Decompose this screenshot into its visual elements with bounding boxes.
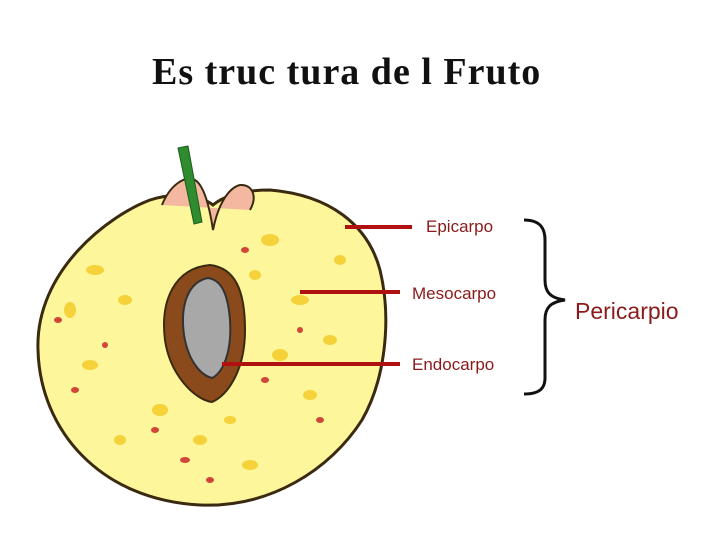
pericarpio-brace (523, 218, 566, 396)
label-epicarpo: Epicarpo (426, 217, 494, 236)
stem (177, 145, 203, 225)
label-pericarpio: Pericarpio (575, 298, 679, 324)
seed (182, 276, 232, 380)
flesh-spots-red (54, 247, 324, 483)
page-title: Es truc tura de l Fruto (152, 51, 542, 93)
flesh-spots-yellow (64, 234, 346, 470)
label-endocarpo: Endocarpo (412, 355, 495, 374)
label-mesocarpo: Mesocarpo (412, 284, 497, 303)
